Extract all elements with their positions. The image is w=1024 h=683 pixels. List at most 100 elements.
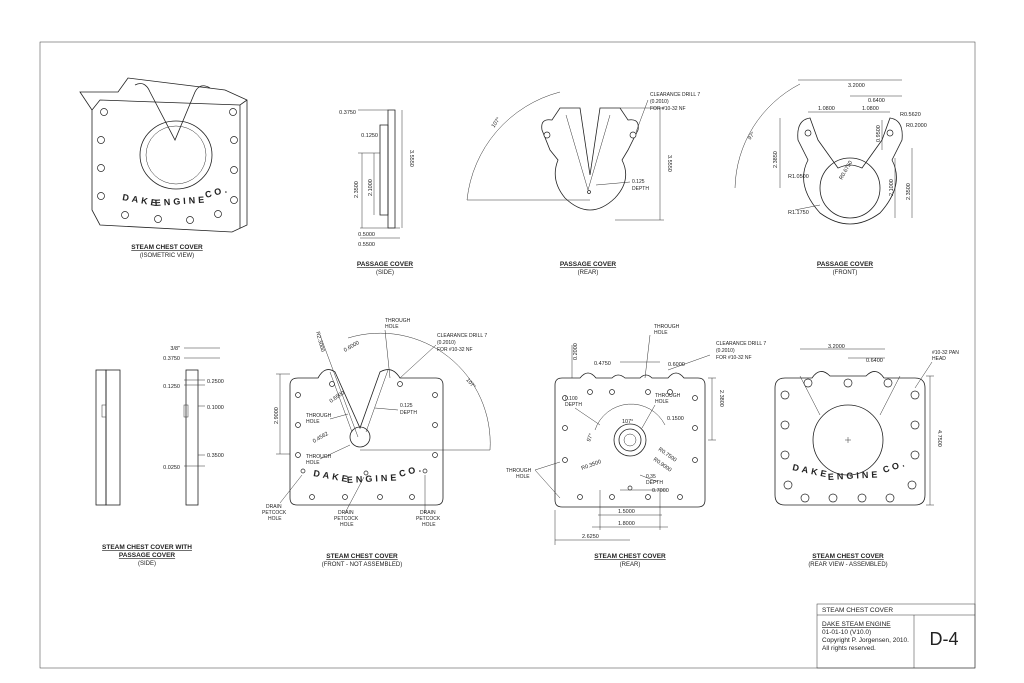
dim-scf-29000: 2.9000 [274, 407, 280, 424]
dim-pcf-21000: 2.1000 [889, 179, 895, 196]
note-scr-clear-1: CLEARANCE DRILL 7 [716, 341, 766, 347]
dim-scr-15000: 1.5000 [618, 509, 635, 515]
dim-scr-26250: 2.6250 [582, 534, 599, 540]
dim-pcf-06400: 0.6400 [868, 98, 885, 104]
dim-scs-00250: 0.0250 [163, 465, 180, 471]
caption-pcr-sub: (REAR) [578, 270, 599, 276]
caption-scs-line2: PASSAGE COVER [119, 552, 176, 559]
note-scr-clear-2: (0.2010) [716, 348, 735, 354]
sca-emboss-engine: ENGINE [828, 469, 881, 482]
note-scf-clear-3: FOR #10-32 NF [437, 347, 473, 353]
iso-emboss-engine: ENGINE [154, 194, 207, 208]
dim-scr-06000: 0.6000 [668, 362, 685, 368]
note-scr-through-2: HOLE [654, 330, 668, 336]
note-scf-through-2: HOLE [385, 324, 399, 330]
dim-pcf-23500: 2.3500 [906, 183, 912, 200]
note-scf-drain3-1: DRAIN [420, 510, 436, 516]
dim-scr-107: 107° [622, 419, 633, 425]
note-scf-drain3-2: PETCOCK [416, 516, 441, 522]
dim-pcf-09500: 0.9500 [876, 125, 882, 142]
note-scf-drain1-3: HOLE [268, 516, 282, 522]
dim-sca-32000: 3.2000 [828, 344, 845, 350]
dim-scr-r03500: R0.3500 [581, 459, 603, 472]
passage-cover-side [358, 109, 403, 239]
dim-pcr-35550: 3.5550 [666, 155, 672, 172]
note-scr-th3-2: HOLE [516, 474, 530, 480]
dim-scf-r23000: R2.3000 [314, 331, 325, 353]
note-scf-th3-1: THROUGH [306, 454, 332, 460]
dim-scf-06000: 0.6000 [343, 340, 361, 354]
steam-chest-cover-rear [534, 334, 716, 545]
caption-scf-sub: (FRONT - NOT ASSEMBLED) [322, 562, 402, 568]
note-pcr-depth-1: 0.125 [632, 179, 645, 185]
note-scf-drain1-2: PETCOCK [262, 510, 287, 516]
note-scr-depth100-2: DEPTH [565, 402, 582, 408]
caption-pcf-title: PASSAGE COVER [817, 261, 874, 268]
dim-scs-03750: 0.3750 [163, 356, 180, 362]
caption-scs-line1: STEAM CHEST COVER WITH [102, 544, 192, 551]
sheet-border [39, 41, 976, 669]
steam-chest-cover-rear-assembled [774, 348, 934, 506]
note-sca-pan-1: #10-32 PAN [932, 350, 959, 356]
note-scf-th2-2: HOLE [306, 419, 320, 425]
title-block-version: 01-01-10 (V10.0) [822, 629, 871, 636]
dim-pcf-97: 97° [747, 131, 757, 141]
caption-scs-line3: (SIDE) [138, 561, 156, 567]
caption-pcr-title: PASSAGE COVER [560, 261, 617, 268]
note-scf-th2-1: THROUGH [306, 413, 332, 419]
title-block [816, 603, 976, 669]
title-block-sheet-number: D-4 [929, 629, 958, 649]
steam-chest-cover-side [95, 347, 220, 506]
note-scr-clear-3: FOR #10-32 NF [716, 355, 752, 361]
caption-pcf-sub: (FRONT) [833, 270, 858, 276]
dim-scr-97: 97° [586, 433, 594, 443]
caption-scr-sub: (REAR) [620, 562, 641, 568]
dim-pcs-23500: 2.3500 [354, 181, 360, 198]
dim-pcf-23850: 2.3850 [773, 151, 779, 168]
note-scf-clear-1: CLEARANCE DRILL 7 [437, 333, 487, 339]
dim-scs-01000: 0.1000 [207, 405, 224, 411]
dim-pcf-10800b: 1.0800 [862, 106, 879, 112]
caption-iso-sub: (ISOMETRIC VIEW) [140, 253, 194, 259]
note-scr-through-1: THROUGH [654, 324, 680, 330]
passage-cover-front [734, 79, 913, 225]
caption-iso-title: STEAM CHEST COVER [131, 244, 203, 251]
note-pcr-clear-3: FOR #10-32 NF [650, 106, 686, 112]
passage-cover-rear [466, 91, 664, 221]
dim-pcf-r02000: R0.2000 [906, 123, 927, 129]
sca-emboss-co: CO. [882, 458, 909, 475]
caption-pcs-sub: (SIDE) [376, 270, 394, 276]
note-scf-drain1-1: DRAIN [266, 504, 282, 510]
note-pcr-depth-2: DEPTH [632, 186, 649, 192]
scf-emboss-dake: DAKE [313, 468, 352, 484]
dim-pcf-r10500: R1.0500 [788, 174, 809, 180]
note-scf-drain2-1: DRAIN [338, 510, 354, 516]
dim-scs-02500: 0.2500 [207, 379, 224, 385]
dim-pcf-10800a: 1.0800 [818, 106, 835, 112]
dim-pcs-35550: 3.5550 [408, 150, 414, 167]
title-block-rights: All rights reserved. [822, 645, 876, 652]
dim-pcs-21000: 2.1000 [368, 179, 374, 196]
title-block-copyright: Copyright P. Jorgensen, 2010. [822, 637, 909, 644]
dim-pcf-r05620: R0.5620 [900, 112, 921, 118]
caption-sca-title: STEAM CHEST COVER [812, 553, 884, 560]
dim-pcs-0125: 0.1250 [361, 133, 378, 139]
note-scf-drain3-3: HOLE [422, 522, 436, 528]
dim-pcs-05500: 0.5500 [358, 242, 375, 248]
note-scr-th2-2: HOLE [655, 399, 669, 405]
note-scr-depth035-1: 0.35 [646, 474, 656, 480]
title-block-project: DAKE STEAM ENGINE [822, 621, 891, 628]
title-block-title: STEAM CHEST COVER [822, 607, 893, 614]
dim-scr-07000: 0.7000 [652, 488, 669, 494]
dim-pcs-0375: 0.3750 [339, 110, 356, 116]
dim-sca-06400: 0.6400 [866, 358, 883, 364]
note-scf-drain2-3: HOLE [340, 522, 354, 528]
note-scr-th2-1: THROUGH [655, 393, 681, 399]
note-pcr-clear-1: CLEARANCE DRILL 7 [650, 92, 700, 98]
note-scr-th3-1: THROUGH [506, 468, 532, 474]
note-scf-through-1: THROUGH [385, 318, 411, 324]
caption-scf-title: STEAM CHEST COVER [326, 553, 398, 560]
note-scf-depth-1: 0.125 [400, 403, 413, 409]
